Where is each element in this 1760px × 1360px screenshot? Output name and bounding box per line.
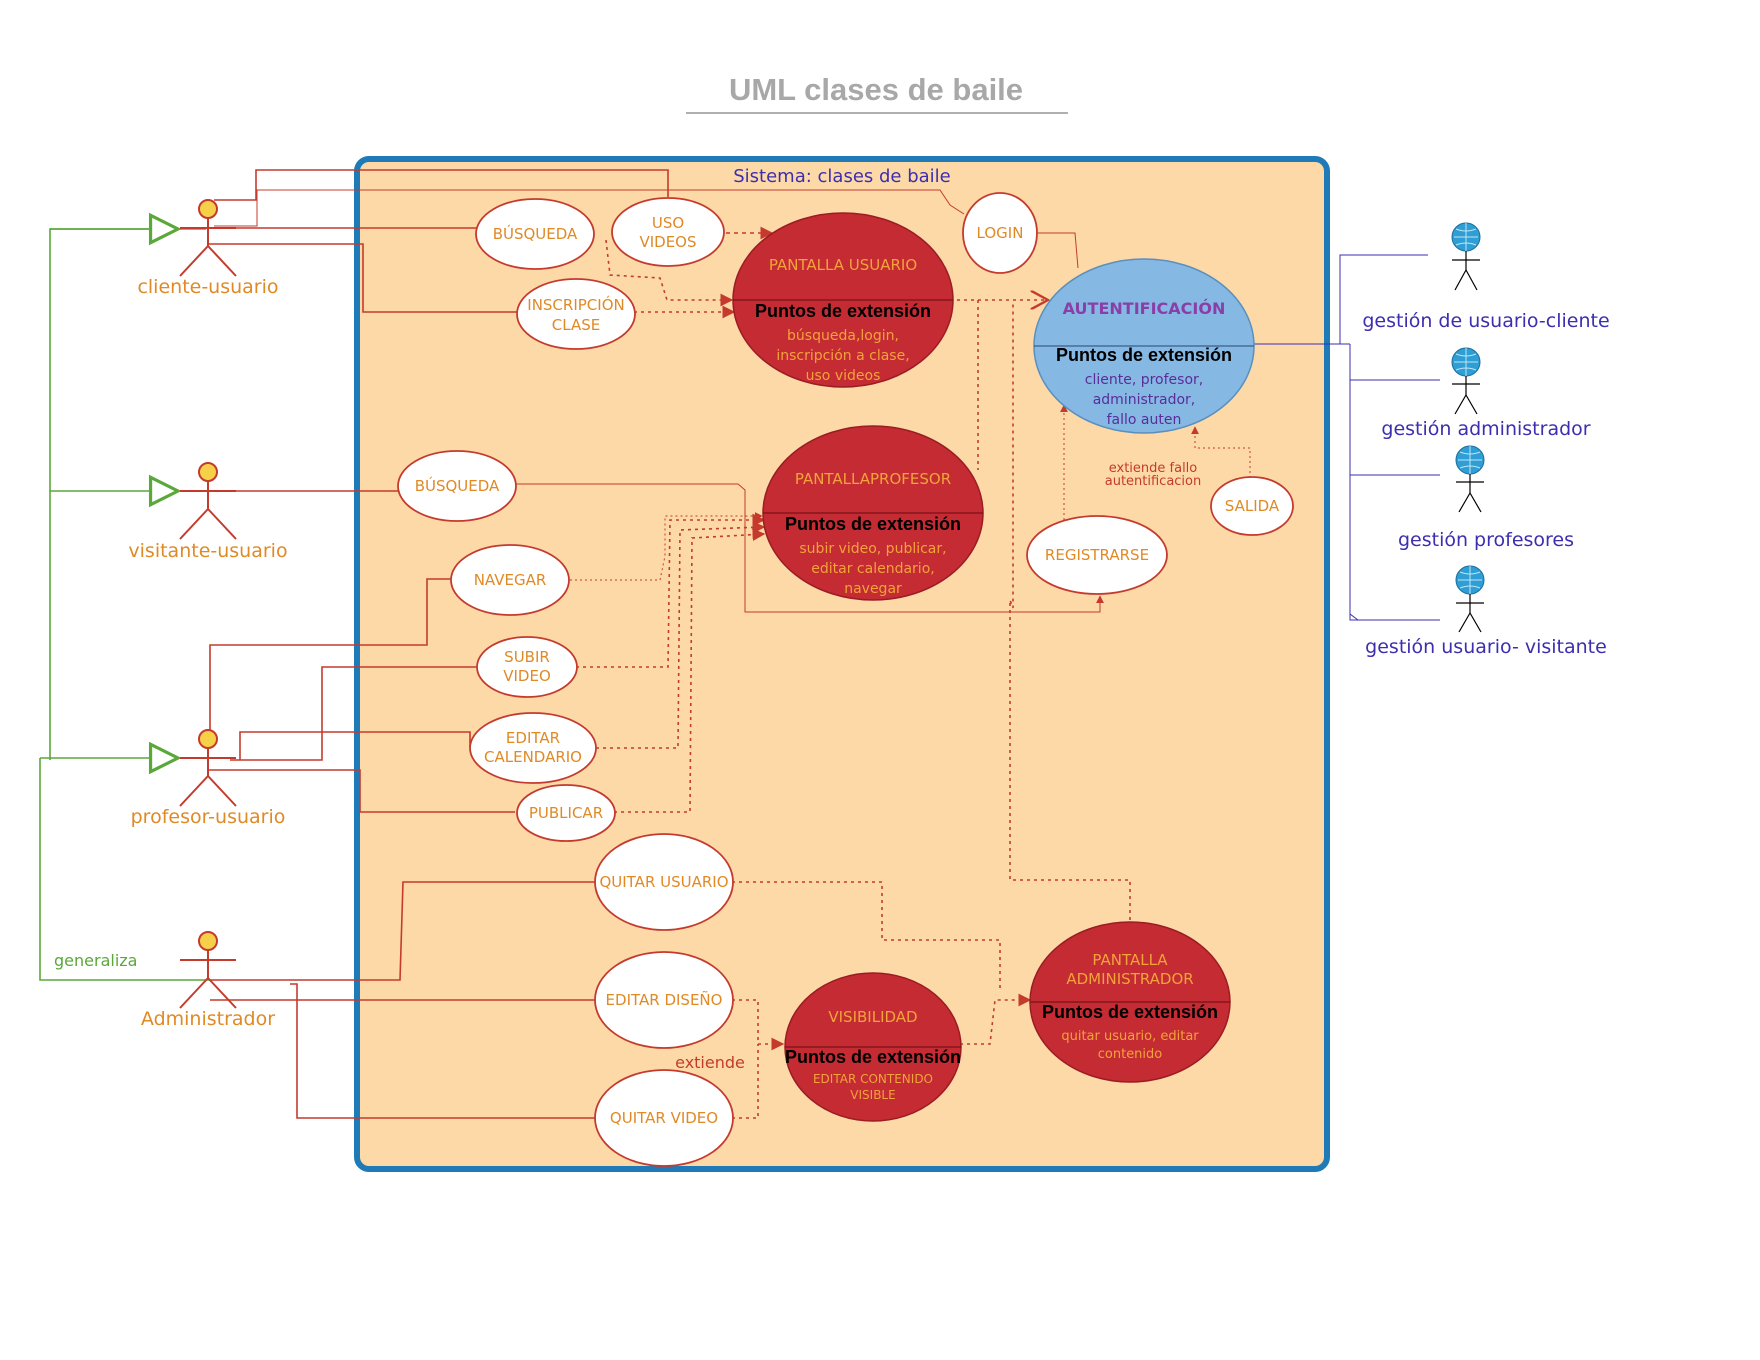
uc-quitar-video[interactable]: QUITAR VIDEO — [594, 1069, 734, 1167]
visibilidad-ext-2: VISIBLE — [850, 1088, 895, 1102]
uc-pantalla-profesor[interactable]: PANTALLAPROFESOR Puntos de extensión sub… — [762, 425, 984, 601]
pantalla-usuario-ext-3: uso videos — [806, 368, 881, 384]
extiende-label: extiende — [675, 1053, 745, 1072]
actor-visitante — [179, 462, 237, 540]
pantalla-profesor-ext-2: editar calendario, — [811, 561, 934, 577]
diagram-title: UML clases de baile — [729, 72, 1023, 107]
uc-uso-videos-line1: USO — [652, 214, 684, 232]
autentificacion-ext-3: fallo auten — [1107, 412, 1182, 428]
external-actor-2 — [1451, 347, 1481, 415]
uc-inscripcion-clase[interactable]: INSCRIPCIÓN CLASE — [516, 278, 636, 350]
pantalla-admin-ext-1: quitar usuario, editar — [1061, 1029, 1199, 1044]
external-actor-3 — [1455, 445, 1485, 513]
system-label: Sistema: clases de baile — [733, 166, 951, 187]
pantalla-profesor-ext-head: Puntos de extensión — [785, 514, 961, 534]
gen-admin — [39, 758, 210, 981]
uc-visibilidad[interactable]: VISIBILIDAD Puntos de extensión EDITAR C… — [784, 972, 962, 1122]
uc-inscripcion-line1: INSCRIPCIÓN — [527, 295, 624, 314]
uc-editar-diseno[interactable]: EDITAR DISEÑO — [594, 951, 734, 1049]
pantalla-usuario-ext-head: Puntos de extensión — [755, 301, 931, 321]
uc-subir-video-line2: VIDEO — [503, 667, 551, 685]
visibilidad-title: VISIBILIDAD — [828, 1008, 917, 1026]
uc-salida-label: SALIDA — [1225, 497, 1280, 515]
autentificacion-ext-2: administrador, — [1093, 392, 1196, 408]
pantalla-usuario-ext-1: búsqueda,login, — [787, 328, 899, 344]
uc-busqueda-cliente[interactable]: BÚSQUEDA — [475, 198, 595, 270]
pantalla-usuario-title: PANTALLA USUARIO — [769, 256, 917, 274]
uc-publicar-label: PUBLICAR — [529, 804, 603, 822]
pantalla-usuario-ext-2: inscripción a clase, — [776, 348, 909, 364]
uc-login-label: LOGIN — [977, 224, 1024, 242]
uc-uso-videos-line2: VIDEOS — [639, 233, 696, 251]
gen-cliente — [49, 228, 206, 760]
uc-inscripcion-line2: CLASE — [552, 316, 600, 334]
uc-quitar-usuario[interactable]: QUITAR USUARIO — [594, 833, 734, 931]
uc-editar-diseno-label: EDITAR DISEÑO — [606, 990, 723, 1009]
pantalla-admin-ext-head: Puntos de extensión — [1042, 1002, 1218, 1022]
uc-registrarse[interactable]: REGISTRARSE — [1026, 515, 1168, 595]
uc-busqueda-cliente-label: BÚSQUEDA — [493, 224, 578, 243]
extiende-fallo-label-2: autentificacion — [1105, 474, 1202, 489]
pantalla-profesor-ext-1: subir video, publicar, — [799, 541, 946, 557]
external-actor-4 — [1455, 565, 1485, 633]
pantalla-profesor-ext-3: navegar — [844, 581, 902, 597]
visibilidad-ext-1: EDITAR CONTENIDO — [813, 1072, 933, 1086]
uc-uso-videos[interactable]: USO VIDEOS — [611, 197, 725, 267]
uc-publicar[interactable]: PUBLICAR — [516, 784, 616, 842]
actor-administrador-label: Administrador — [141, 1008, 275, 1030]
pantalla-admin-title-2: ADMINISTRADOR — [1066, 970, 1193, 988]
pantalla-profesor-title: PANTALLAPROFESOR — [795, 470, 951, 488]
generaliza-label: generaliza — [54, 951, 137, 970]
external-actor-4-label: gestión usuario- visitante — [1365, 636, 1607, 658]
pantalla-admin-title-1: PANTALLA — [1092, 951, 1168, 969]
uc-registrarse-label: REGISTRARSE — [1045, 546, 1149, 564]
uc-quitar-usuario-label: QUITAR USUARIO — [599, 873, 728, 891]
pantalla-admin-ext-2: contenido — [1098, 1047, 1163, 1062]
autentificacion-ext-1: cliente, profesor, — [1085, 372, 1203, 388]
connections — [39, 169, 1440, 1119]
uc-editar-calendario[interactable]: EDITAR CALENDARIO — [469, 712, 597, 784]
uc-autentificacion[interactable]: AUTENTIFICACIÓN Puntos de extensión clie… — [1033, 258, 1255, 434]
uc-busqueda-visitante-label: BÚSQUEDA — [415, 476, 500, 495]
autentificacion-title: AUTENTIFICACIÓN — [1063, 299, 1226, 318]
external-actor-3-label: gestión profesores — [1398, 529, 1574, 551]
uc-navegar[interactable]: NAVEGAR — [450, 544, 570, 616]
uc-pantalla-usuario[interactable]: PANTALLA USUARIO Puntos de extensión bús… — [732, 212, 954, 388]
uc-login[interactable]: LOGIN — [962, 192, 1038, 274]
uc-subir-video-line1: SUBIR — [504, 648, 550, 666]
actor-profesor-label: profesor-usuario — [131, 806, 286, 828]
external-actor-1-label: gestión de usuario-cliente — [1362, 310, 1609, 332]
uc-subir-video[interactable]: SUBIR VIDEO — [476, 636, 578, 698]
uc-pantalla-administrador[interactable]: PANTALLA ADMINISTRADOR Puntos de extensi… — [1029, 921, 1231, 1083]
uc-salida[interactable]: SALIDA — [1210, 476, 1294, 536]
actor-cliente — [179, 199, 237, 277]
uc-quitar-video-label: QUITAR VIDEO — [610, 1109, 718, 1127]
actor-profesor — [179, 729, 237, 807]
uc-navegar-label: NAVEGAR — [474, 571, 547, 589]
uc-editar-calendario-line2: CALENDARIO — [484, 748, 582, 766]
autentificacion-ext-head: Puntos de extensión — [1056, 345, 1232, 365]
uc-busqueda-visitante[interactable]: BÚSQUEDA — [397, 450, 517, 522]
visibilidad-ext-head: Puntos de extensión — [785, 1047, 961, 1067]
extiende-fallo-label-1: extiende fallo — [1109, 461, 1198, 476]
uc-editar-calendario-line1: EDITAR — [506, 729, 560, 747]
actor-administrador — [179, 931, 237, 1009]
actor-visitante-label: visitante-usuario — [128, 540, 287, 562]
actor-cliente-label: cliente-usuario — [137, 276, 278, 298]
external-actor-1 — [1451, 222, 1481, 291]
external-actor-2-label: gestión administrador — [1381, 418, 1590, 440]
